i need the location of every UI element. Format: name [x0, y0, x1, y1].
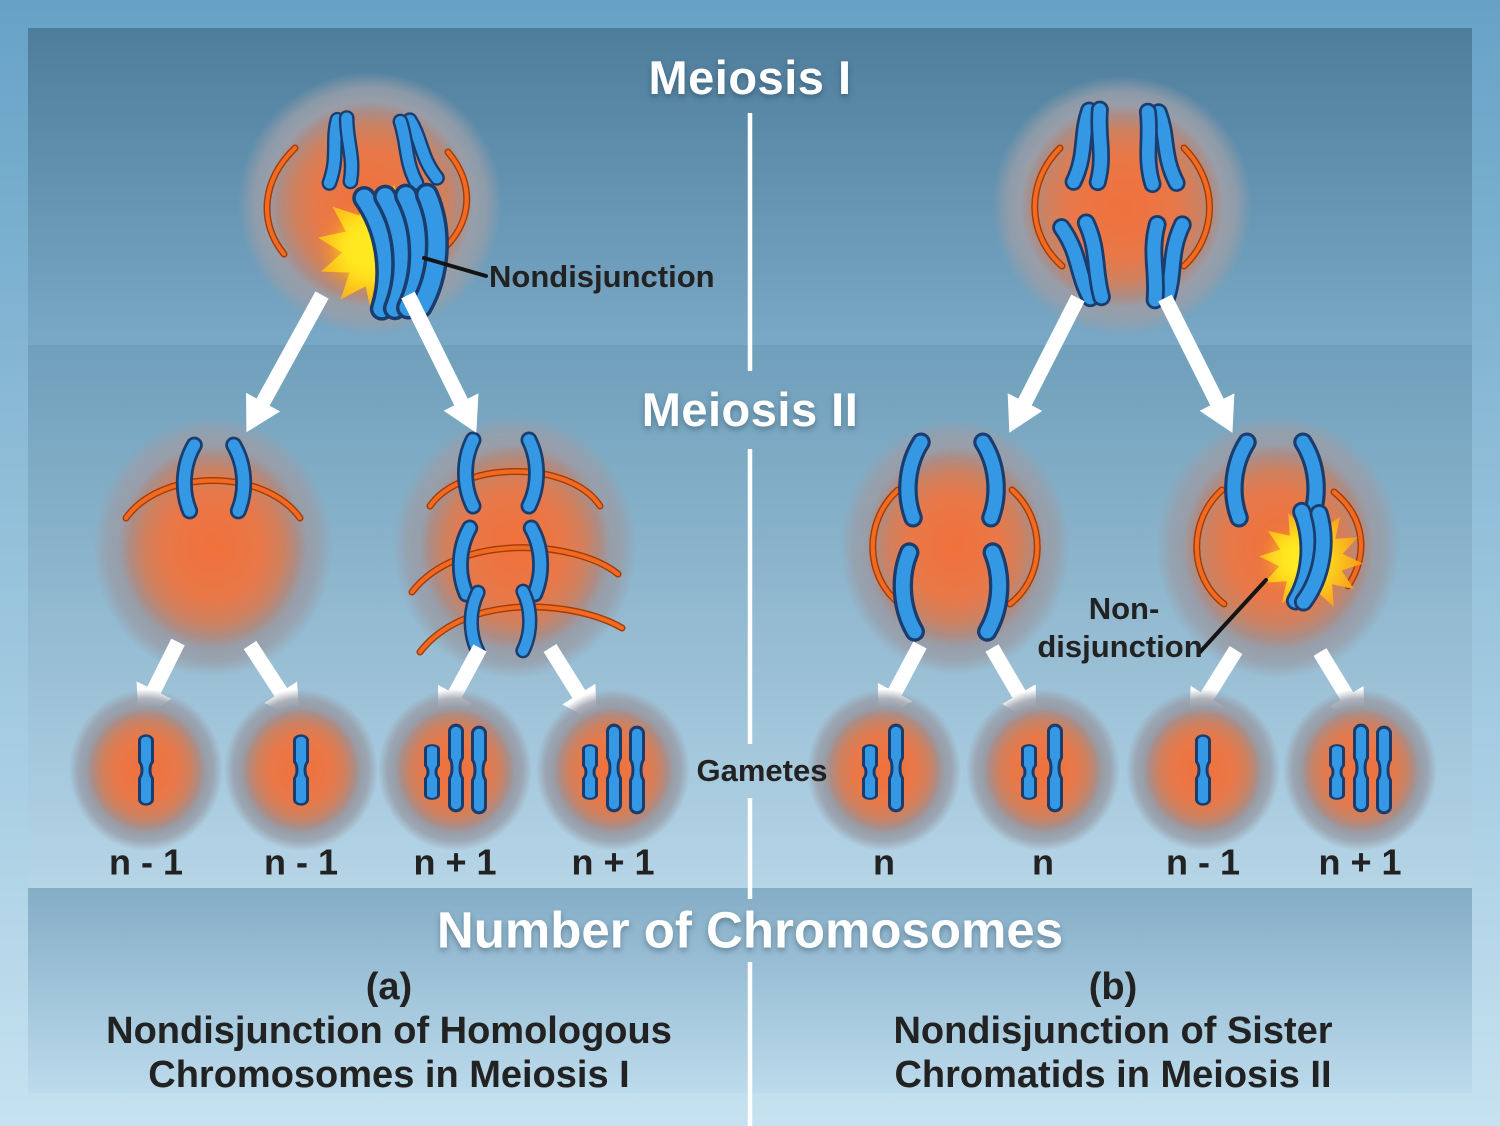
gamete-label-3: n + 1 — [413, 841, 497, 883]
gamete-cell-n-plus-1-c — [1283, 689, 1437, 851]
number-of-chromosomes-title: Number of Chromosomes — [436, 901, 1064, 959]
caption-a-line1: Nondisjunction of Homologous — [106, 1010, 672, 1053]
nondisjunction-m2-label-line2: disjunction — [1037, 629, 1203, 665]
parent-cell-meiosis1-left — [238, 72, 502, 336]
caption-b-tag: (b) — [1088, 966, 1138, 1009]
gamete-cell-n-minus-1-b — [224, 689, 378, 851]
nondisjunction-m1-label: Nondisjunction — [489, 259, 715, 295]
parent-cell-meiosis1-right — [992, 76, 1252, 336]
gamete-cell-n-b — [966, 689, 1120, 851]
caption-a-tag: (a) — [365, 966, 413, 1009]
gamete-label-7: n - 1 — [1165, 841, 1241, 883]
gamete-label-6: n — [1032, 841, 1054, 883]
gamete-cell-n-plus-1-a — [378, 689, 532, 851]
gamete-label-8: n + 1 — [1318, 841, 1402, 883]
gamete-cells — [69, 689, 1437, 851]
daughter-cell-a1 — [93, 417, 333, 677]
gamete-cell-n-plus-1-b — [536, 689, 690, 851]
daughter-cell-b1 — [840, 419, 1070, 675]
gamete-label-2: n - 1 — [263, 841, 339, 883]
nondisjoined-chromosome-cluster — [364, 193, 445, 311]
meiosis-i-title: Meiosis I — [648, 50, 852, 104]
daughter-cell-b2 — [1156, 415, 1400, 679]
gamete-cell-n-minus-1-a — [69, 689, 223, 851]
gamete-label-5: n — [873, 841, 895, 883]
daughter-cell-a2 — [393, 415, 637, 679]
caption-b-line2: Chromatids in Meiosis II — [894, 1054, 1332, 1097]
gamete-cell-n-minus-1-c — [1126, 689, 1280, 851]
nondisjunction-m2-label-line1: Non- — [1088, 591, 1160, 627]
gametes-label: Gametes — [696, 753, 828, 789]
gamete-label-1: n - 1 — [108, 841, 184, 883]
meiosis-ii-title: Meiosis II — [641, 382, 859, 436]
caption-a-line2: Chromosomes in Meiosis I — [148, 1054, 630, 1097]
gamete-cell-n-a — [807, 689, 961, 851]
division-arrows — [136, 291, 1365, 726]
caption-b-line1: Nondisjunction of Sister — [893, 1010, 1333, 1053]
nondisjunction-m2-pointer-line — [1198, 578, 1268, 654]
nondisjunction-m1-pointer-line — [422, 256, 488, 278]
gamete-label-4: n + 1 — [571, 841, 655, 883]
